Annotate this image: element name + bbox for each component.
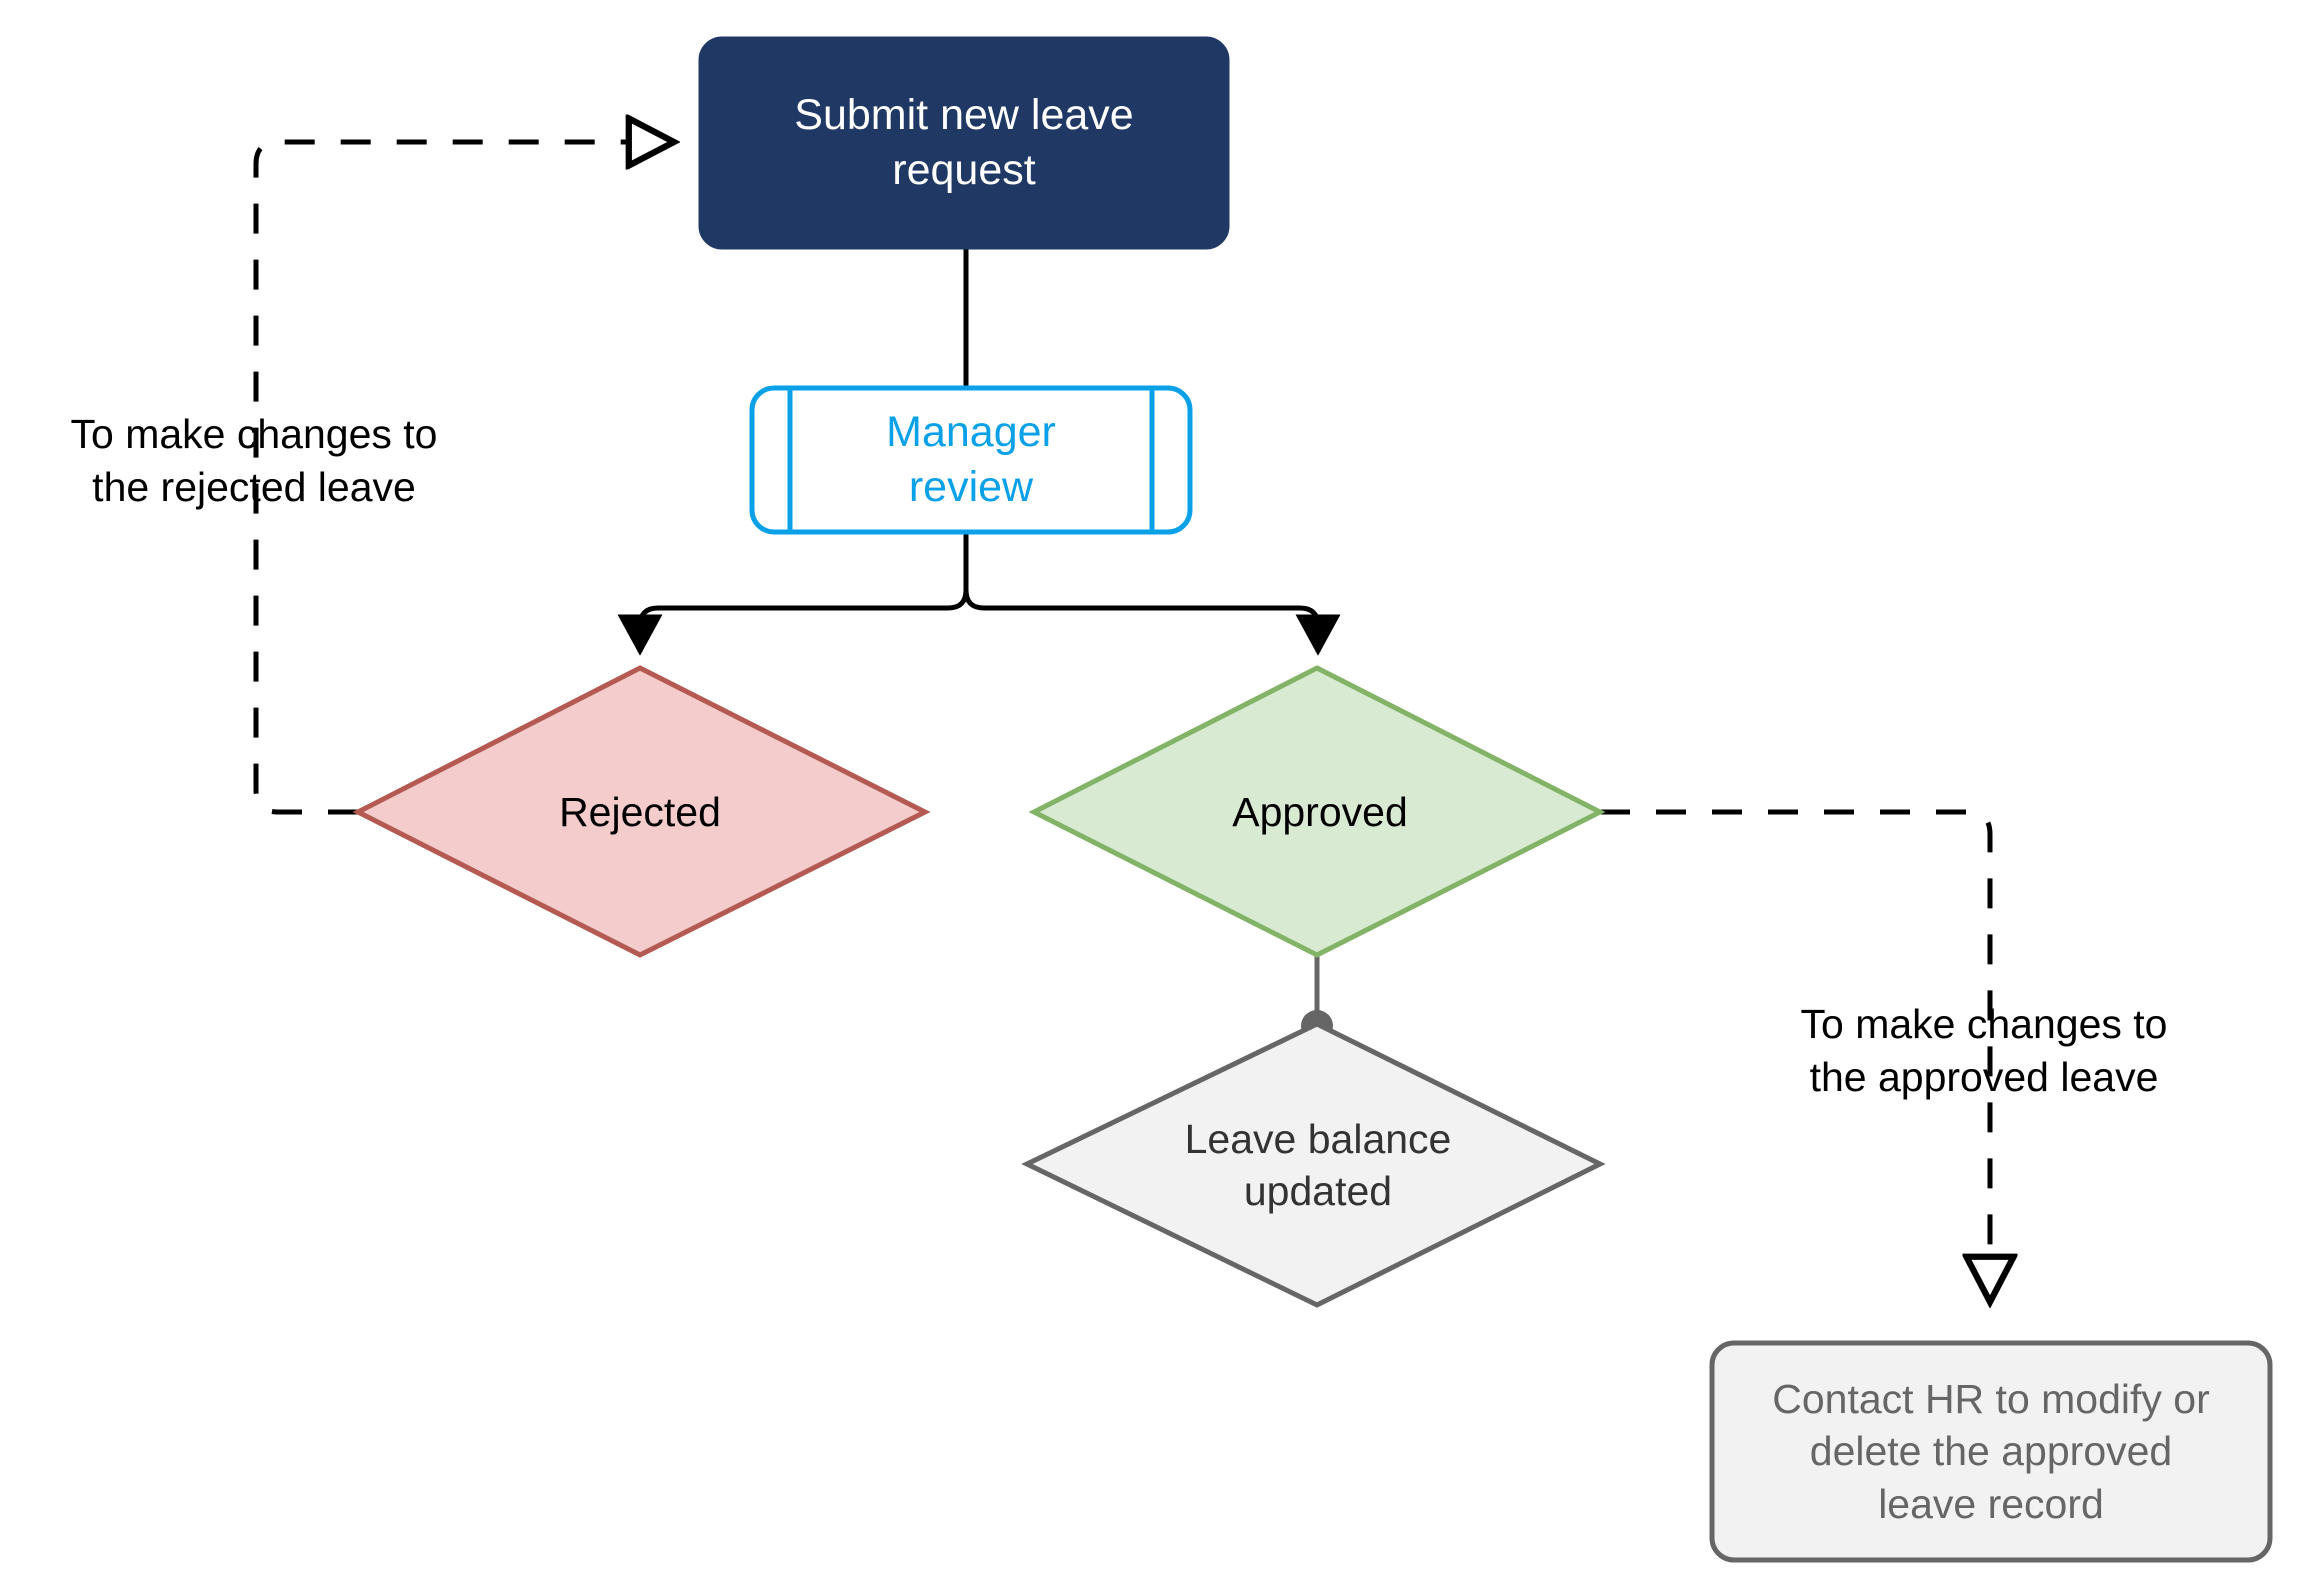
edge-label-rejected-path: To make changes to the rejected leave	[70, 411, 438, 511]
node-leave-balance-updated[interactable]	[1021, 1021, 1606, 1308]
edge-manager-to-approved	[963, 532, 1341, 656]
node-submit-new-leave-request[interactable]	[698, 36, 1230, 250]
node-contact-hr[interactable]	[1709, 1340, 2273, 1563]
edge-approved-to-contact-hr	[1600, 809, 1990, 1300]
edge-manager-to-rejected	[617, 532, 969, 656]
node-rejected[interactable]	[352, 665, 931, 958]
edge-label-approved-path: To make changes to the approved leave	[1800, 1001, 2168, 1101]
node-manager-review[interactable]	[749, 385, 1193, 535]
node-approved[interactable]	[1028, 665, 1606, 958]
